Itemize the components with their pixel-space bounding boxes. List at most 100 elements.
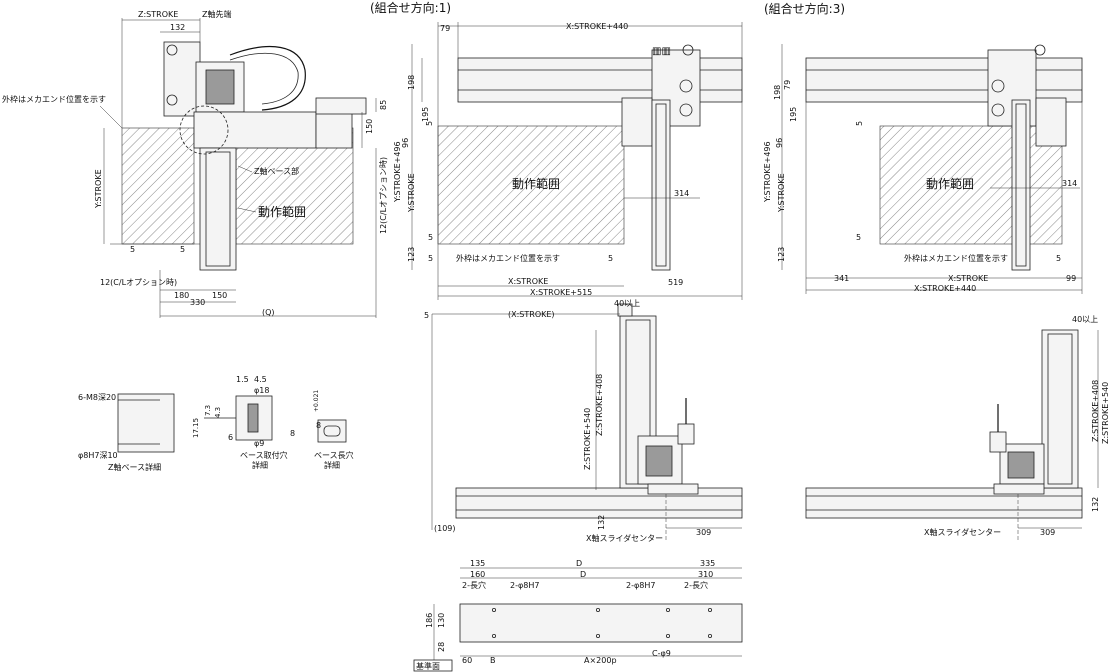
h7-label: φ8H7深10: [78, 451, 118, 460]
dim-186: 186: [425, 613, 434, 628]
motion-range-label-v3: 動作範囲: [926, 176, 974, 191]
dim-x-stroke-440-v1: X:STROKE+440: [566, 22, 628, 31]
dim-d1: D: [576, 559, 582, 568]
dim-198-v3: 198: [773, 85, 782, 100]
dim-198-v1: 198: [407, 75, 416, 90]
y-axis-end: [315, 111, 353, 149]
dim-d2: D: [580, 570, 586, 579]
dim-8b: 8: [316, 421, 321, 430]
dim-x-stroke-paren-v1: (X:STROKE): [508, 310, 555, 319]
dim-a-pitch: A×200p: [584, 656, 617, 665]
slot-shape: [323, 425, 341, 437]
x-axis-rail-v3: [805, 57, 1083, 103]
dim-40-v1: 40以上: [614, 299, 640, 308]
dim-y-stroke-496-v3: Y:STROKE+496: [763, 141, 772, 203]
dim-x-stroke-440-v3: X:STROKE+440: [914, 284, 976, 293]
dim-5c-v3: 5: [1056, 254, 1061, 263]
dim-y-stroke-v1: Y:STROKE: [407, 173, 416, 213]
dim-z-stroke-408-v3: Z:STROKE+408: [1091, 380, 1100, 442]
connector: [315, 97, 367, 115]
dim-y-stroke-496-v1: Y:STROKE+496: [393, 141, 402, 203]
detail-views: 6-M8深20 φ8H7深10 Z軸ベース詳細 1.5 4.5 φ18 7.3 …: [78, 375, 354, 472]
dim-z-stroke-408-v1: Z:STROKE+408: [595, 374, 604, 436]
dim-4-3: 4.3: [214, 407, 222, 418]
dim-60: 60: [462, 656, 472, 665]
base-slot-label: ベース長穴: [314, 450, 354, 460]
dim-132: 132: [170, 23, 185, 32]
mount-hole-icon: [166, 44, 178, 56]
ref-face-label: 基準面: [416, 661, 440, 671]
detail-label-1: 詳細: [252, 460, 268, 470]
motor-cover: [205, 69, 235, 105]
m8-label: 6-M8深20: [78, 393, 116, 402]
base-hole-label: ベース取付穴: [240, 450, 288, 460]
dim-5b: 5: [180, 245, 185, 254]
mount-hole-icon: [166, 94, 178, 106]
frame-note-v3: 外枠はメカエンド位置を示す: [904, 253, 1008, 263]
dim-160: 160: [470, 570, 485, 579]
dim-b: B: [490, 656, 496, 665]
dim-5c-v1: 5: [428, 254, 433, 263]
dim-5d-v1: 5: [608, 254, 613, 263]
dim-79-v3: 79: [783, 80, 792, 90]
phi18-label: φ18: [254, 386, 269, 395]
dim-330: 330: [190, 298, 205, 307]
x-slide-center-label-v3: X軸スライダセンター: [924, 527, 1001, 537]
dim-96-v1: 96: [401, 138, 410, 148]
y-motor-v1: [621, 97, 653, 147]
z-base-detail-label: Z軸ベース詳細: [108, 462, 161, 472]
dim-123-v1: 123: [407, 247, 416, 262]
connector-v1: [677, 423, 695, 445]
dim-5-front-v1: 5: [424, 311, 429, 320]
dim-z-stroke-540-v3: Z:STROKE+540: [1101, 382, 1109, 444]
co-option-label-2: 12(C/Lオプション時): [100, 278, 177, 287]
dim-1-5: 1.5: [236, 375, 249, 384]
dim-6: 6: [228, 433, 233, 442]
dim-28: 28: [437, 642, 446, 652]
z-base-detail-part: [117, 393, 175, 453]
dim-341-v3: 341: [834, 274, 849, 283]
dim-85: 85: [379, 100, 388, 110]
y-axis-rail: [199, 147, 237, 271]
heading-view3: (組合せ方向:3): [764, 1, 845, 16]
z-axis-column-v3: [1041, 329, 1079, 489]
x-slide-center-label-v1: X軸スライダセンター: [586, 533, 663, 543]
dim-7-3: 7.3: [204, 405, 212, 416]
z-axis-body: [163, 41, 201, 117]
phi8h7-label-right: 2-φ8H7: [626, 581, 655, 590]
dim-4-5: 4.5: [254, 375, 267, 384]
dim-y-stroke-v3: Y:STROKE: [777, 173, 786, 213]
z-axis-base: [193, 111, 317, 149]
dim-314-v1: 314: [674, 189, 689, 198]
dim-335: 335: [700, 559, 715, 568]
dim-195-v3: 195: [789, 107, 798, 122]
dim-109-v1: (109): [434, 524, 456, 533]
slot-detail-part: [317, 419, 347, 443]
dim-132-front-v3: 132: [1091, 497, 1100, 512]
front-view-1: 5 (X:STROKE) 40以上 Z:STROKE+540 Z:STROKE+…: [424, 299, 743, 543]
dim-40-v3: 40以上: [1072, 315, 1098, 324]
dim-96-v3: 96: [775, 138, 784, 148]
dim-q: (Q): [262, 308, 275, 317]
dim-135: 135: [470, 559, 485, 568]
tolerance-label: +0.021: [313, 390, 320, 412]
dim-x-stroke-v3: X:STROKE: [948, 274, 988, 283]
heading-view1: (組合せ方向:1): [370, 0, 451, 15]
motion-range-hatch-v3: [879, 125, 1063, 245]
cable-loop: [229, 46, 306, 111]
dim-195-v1: 195: [421, 107, 430, 122]
bottom-view: 135 160 D D 335 310 2-長穴 2-φ8H7 2-φ8H7 2…: [413, 559, 743, 672]
dim-x-stroke-515-v1: X:STROKE+515: [530, 288, 592, 297]
dim-309-v3: 309: [1040, 528, 1055, 537]
phi9-label: φ9: [254, 439, 264, 448]
dim-17-15: 17.15: [192, 418, 200, 438]
dim-309-v1: 309: [696, 528, 711, 537]
y-motor-v3: [1035, 97, 1067, 147]
y-axis-v3: [1011, 99, 1031, 271]
frame-note-v1: 外枠はメカエンド位置を示す: [456, 253, 560, 263]
dim-519-v1: 519: [668, 278, 683, 287]
dim-79-v1: 79: [440, 24, 450, 33]
dim-310: 310: [698, 570, 713, 579]
front-view-3: 40以上 Z:STROKE+408 Z:STROKE+540 132 X軸スライ…: [805, 315, 1109, 540]
